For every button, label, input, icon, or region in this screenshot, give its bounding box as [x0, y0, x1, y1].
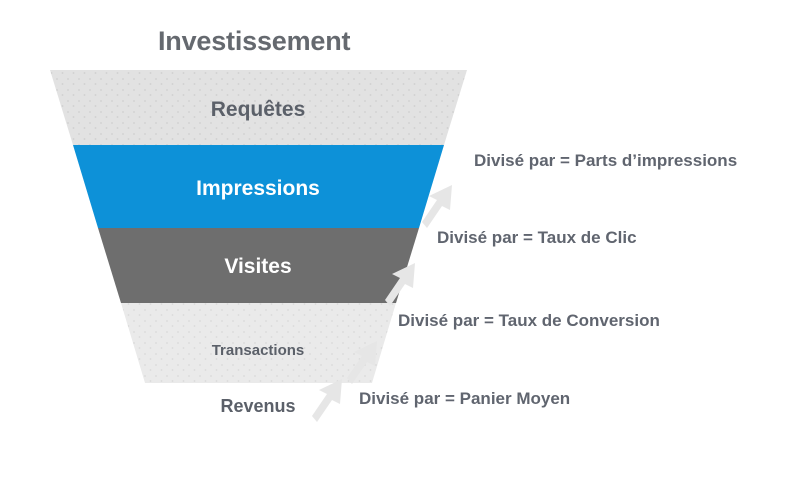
funnel-label-visites: Visites — [224, 255, 292, 278]
annotation-parts-impressions: Divisé par = Parts d’impressions — [474, 151, 738, 170]
annotation-panier-moyen: Divisé par = Panier Moyen — [359, 389, 571, 408]
funnel-segment-transactions — [121, 303, 396, 383]
funnel-label-impressions: Impressions — [196, 177, 320, 200]
arrow-up-right-icon — [422, 185, 452, 228]
funnel-segment-requetes — [50, 70, 467, 145]
funnel-segment-impressions — [73, 145, 444, 228]
funnel-segment-visites — [98, 228, 419, 303]
arrow-up-right-icon — [312, 379, 342, 422]
funnel-label-requetes: Requêtes — [210, 98, 306, 121]
annotation-taux-de-conversion: Divisé par = Taux de Conversion — [398, 311, 660, 330]
arrow-up-right-icon — [385, 263, 415, 306]
arrow-up-right-icon — [347, 341, 377, 384]
page-title: Investissement — [158, 26, 351, 56]
funnel-label-revenus: Revenus — [220, 396, 296, 416]
annotation-taux-de-clic: Divisé par = Taux de Clic — [437, 228, 637, 247]
funnel-label-transactions: Transactions — [211, 342, 305, 359]
